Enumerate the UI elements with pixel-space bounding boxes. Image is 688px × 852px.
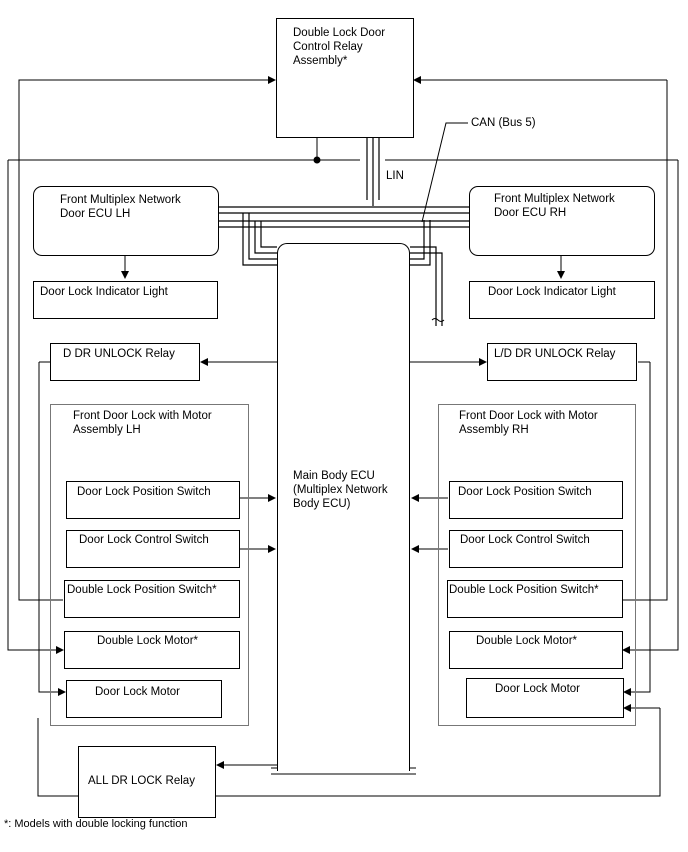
double-lock-position-switch-rh: Double Lock Position Switch* — [447, 580, 623, 618]
indicator-lh-label: Door Lock Indicator Light — [40, 286, 168, 298]
door-lock-control-switch-rh: Door Lock Control Switch — [449, 530, 623, 568]
front-door-lock-motor-assembly-lh: Front Door Lock with Motor Assembly LH — [50, 404, 249, 726]
double-lock-position-switch-rh-label: Double Lock Position Switch* — [449, 584, 599, 596]
double-lock-motor-rh-label: Double Lock Motor* — [476, 635, 577, 647]
d-dr-unlock-relay: D DR UNLOCK Relay — [50, 343, 200, 381]
d-dr-unlock-relay-label: D DR UNLOCK Relay — [63, 348, 175, 360]
door-lock-control-switch-lh: Door Lock Control Switch — [66, 530, 240, 568]
main-body-ecu: Main Body ECU (Multiplex Network Body EC… — [277, 243, 410, 771]
door-ecu-rh-label: Front Multiplex Network Door ECU RH — [494, 193, 615, 219]
ld-dr-unlock-relay-label: L/D DR UNLOCK Relay — [494, 348, 616, 360]
motor-assembly-lh-label: Front Door Lock with Motor Assembly LH — [73, 410, 212, 436]
footnote: *: Models with double locking function — [4, 818, 188, 830]
position-switch-rh-label: Door Lock Position Switch — [458, 486, 592, 498]
front-multiplex-network-door-ecu-lh: Front Multiplex Network Door ECU LH — [33, 186, 219, 256]
double-lock-motor-lh-label: Double Lock Motor* — [97, 635, 198, 647]
door-ecu-lh-label: Front Multiplex Network Door ECU LH — [60, 194, 181, 220]
motor-assembly-rh-label: Front Door Lock with Motor Assembly RH — [459, 410, 598, 436]
double-lock-motor-lh: Double Lock Motor* — [64, 631, 240, 669]
can-pointer — [421, 122, 468, 223]
double-lock-motor-rh: Double Lock Motor* — [449, 631, 623, 669]
main-body-ecu-label: Main Body ECU (Multiplex Network Body EC… — [293, 470, 388, 510]
front-door-lock-motor-assembly-rh: Front Door Lock with Motor Assembly RH — [438, 404, 636, 726]
can-bus-lines — [218, 206, 470, 326]
can-bus-label: CAN (Bus 5) — [471, 117, 536, 129]
door-lock-position-switch-rh: Door Lock Position Switch — [449, 481, 623, 519]
lin-lines — [366, 137, 380, 206]
front-multiplex-network-door-ecu-rh: Front Multiplex Network Door ECU RH — [469, 186, 655, 256]
door-lock-motor-rh-label: Door Lock Motor — [495, 683, 581, 695]
door-lock-motor-rh: Door Lock Motor — [466, 678, 624, 718]
all-dr-lock-relay: ALL DR LOCK Relay — [78, 746, 216, 818]
double-lock-door-control-relay-assembly: Double Lock Door Control Relay Assembly* — [276, 18, 414, 138]
double-lock-position-switch-lh-label: Double Lock Position Switch* — [67, 584, 217, 596]
door-lock-indicator-light-rh: Door Lock Indicator Light — [469, 281, 655, 319]
door-lock-motor-lh-label: Door Lock Motor — [95, 686, 181, 698]
door-lock-indicator-light-lh: Door Lock Indicator Light — [33, 281, 218, 319]
ld-dr-unlock-relay: L/D DR UNLOCK Relay — [487, 343, 637, 381]
control-switch-rh-label: Door Lock Control Switch — [460, 534, 590, 546]
double-lock-position-switch-lh: Double Lock Position Switch* — [64, 580, 240, 618]
door-lock-motor-lh: Door Lock Motor — [66, 680, 222, 718]
position-switch-lh-label: Door Lock Position Switch — [77, 486, 211, 498]
lin-label: LIN — [386, 170, 404, 182]
control-switch-lh-label: Door Lock Control Switch — [79, 534, 209, 546]
door-lock-position-switch-lh: Door Lock Position Switch — [66, 481, 240, 519]
indicator-rh-label: Door Lock Indicator Light — [488, 286, 616, 298]
relay-assembly-label: Double Lock Door Control Relay Assembly* — [293, 27, 386, 67]
all-dr-lock-relay-label: ALL DR LOCK Relay — [88, 775, 195, 787]
